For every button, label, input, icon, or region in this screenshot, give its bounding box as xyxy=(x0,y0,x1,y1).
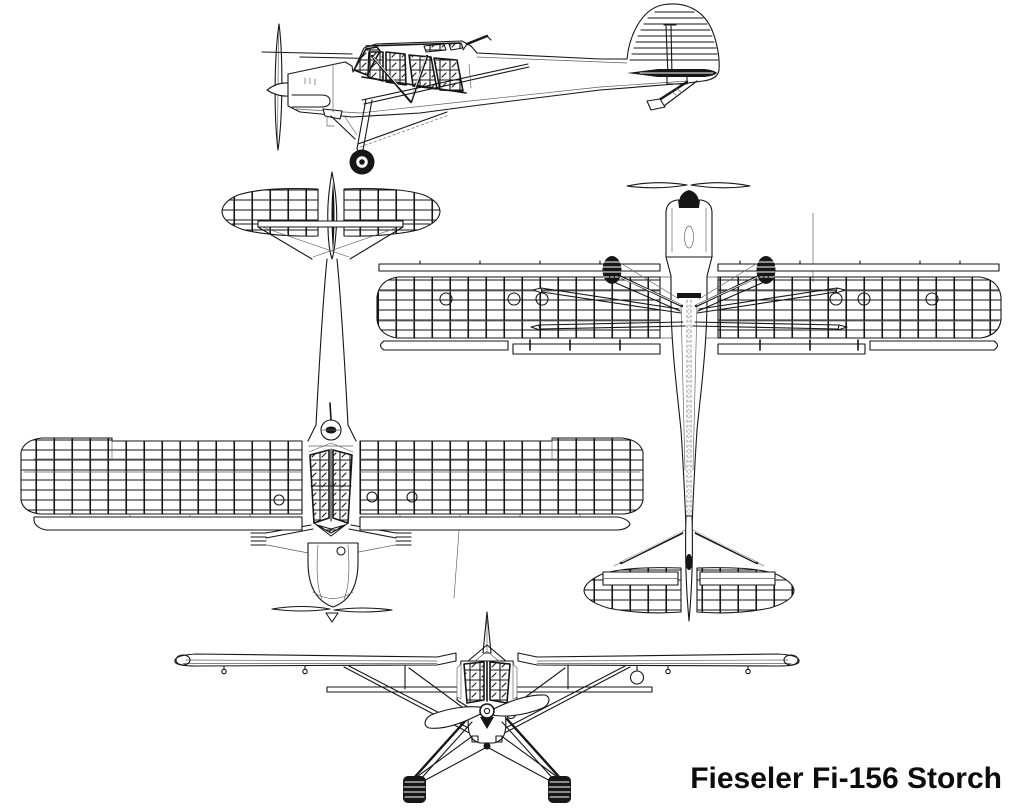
drawing-title: Fieseler Fi-156 Storch xyxy=(690,762,1002,795)
plan2-cowl xyxy=(665,199,713,258)
side-view xyxy=(261,3,720,175)
plan1-tailplane-right xyxy=(343,188,441,237)
plan2-wing-right xyxy=(717,276,1002,339)
side-fuselage xyxy=(287,3,720,118)
front-wing-left xyxy=(174,652,457,667)
plan1-tailplane-left xyxy=(221,188,319,237)
plan1-cowl xyxy=(307,542,359,608)
front-wheel-right xyxy=(548,776,571,803)
front-wing-right xyxy=(517,652,800,667)
plan2-wing-left xyxy=(376,276,661,339)
plan-view-nose-down xyxy=(20,171,644,623)
side-spinner xyxy=(266,82,291,97)
plan1-wing-left xyxy=(20,437,303,515)
plan-view-nose-up xyxy=(376,182,1002,622)
side-fin-hatching xyxy=(629,11,719,61)
front-view xyxy=(174,611,800,803)
plan1-wing-right xyxy=(359,437,644,515)
front-wheel-left xyxy=(403,776,426,803)
front-venturi-ring xyxy=(629,670,645,685)
side-machine-gun xyxy=(465,34,489,46)
front-propeller xyxy=(424,706,488,729)
